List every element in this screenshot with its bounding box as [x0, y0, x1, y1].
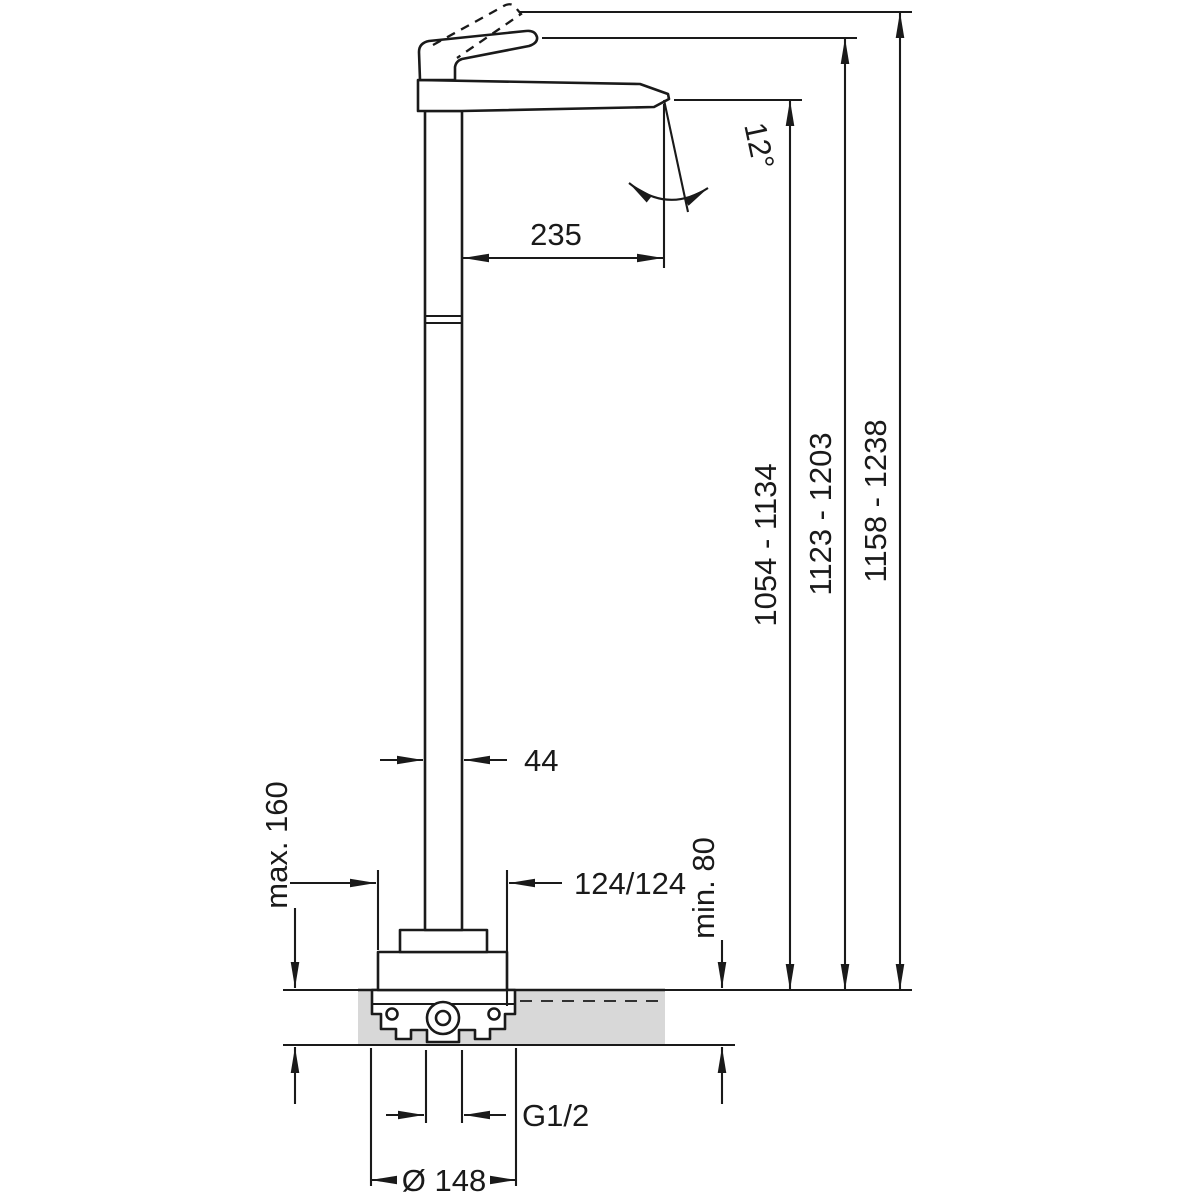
dim-riser-width: 44: [380, 743, 558, 778]
handle-height-label: 1123 - 1203: [803, 432, 838, 595]
lever-handle: [417, 29, 539, 82]
outlet-height-label: 1054 - 1134: [748, 463, 783, 626]
spout-angle-label: 12°: [737, 119, 781, 172]
faucet-body: [376, 3, 671, 992]
dim-connection: G1/2: [386, 1050, 589, 1133]
riser-width-label: 44: [524, 743, 558, 778]
dim-base-plate: 124/124: [290, 866, 686, 1006]
spout-reach-label: 235: [530, 217, 582, 252]
rough-in-body: [370, 988, 517, 1044]
connection-label: G1/2: [522, 1098, 589, 1133]
floor-min-label: min. 80: [686, 837, 721, 939]
connection-inner-circle: [434, 1009, 452, 1027]
floor-max-label: max. 160: [259, 781, 294, 909]
angle-tilted-reference: [662, 99, 690, 213]
angle-arc-arrow: [628, 182, 709, 206]
base-collar: [398, 928, 489, 954]
base-plate: [376, 950, 509, 992]
fixing-screw-left: [385, 1007, 399, 1021]
dim-floor-min: min. 80: [686, 837, 727, 1104]
riser-pipe: [423, 109, 464, 932]
dim-spout-reach: 235: [463, 217, 663, 263]
spout: [416, 78, 671, 113]
fixing-screw-right: [487, 1007, 501, 1021]
dim-base-diameter: Ø 148: [369, 1048, 518, 1198]
dim-heights: 1054 - 1134 1123 - 1203 1158 - 1238: [520, 10, 912, 992]
base-plate-label: 124/124: [574, 866, 686, 901]
lever-handle-raised-dashed: [432, 3, 523, 59]
spout-angle-annotation: 12°: [628, 99, 781, 268]
max-height-label: 1158 - 1238: [858, 419, 893, 582]
dim-floor-max: max. 160: [259, 781, 358, 1104]
base-diameter-label: Ø 148: [402, 1163, 486, 1198]
